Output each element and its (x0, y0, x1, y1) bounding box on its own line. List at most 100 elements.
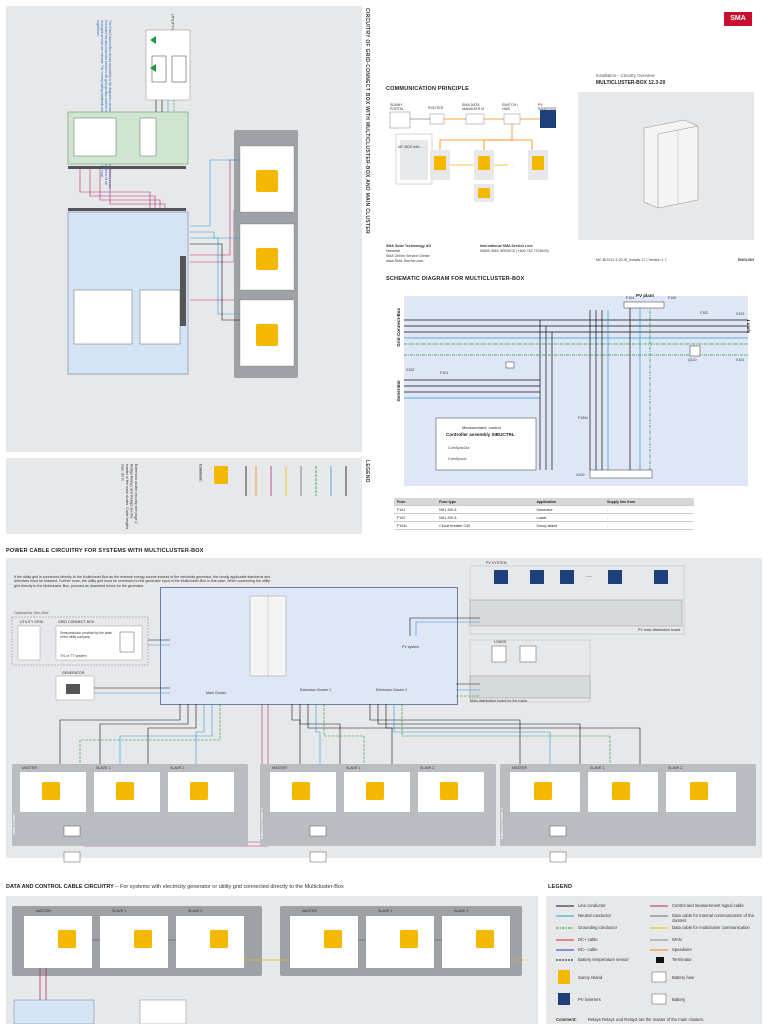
legend-data-internal: Data cable for internal communication of… (672, 913, 754, 923)
label-f104x: F104x (578, 416, 588, 420)
fuse-cell: Loads (533, 513, 605, 522)
fuse-col-fuse: Fuse (394, 498, 437, 506)
ext-cluster-2-power: Extension Cluster 2 (376, 688, 408, 692)
box-slave2-3: SLAVE 2 (668, 766, 683, 770)
fuse-col-supply: Supply line from (604, 498, 694, 506)
legend-data-multicluster: Data cable for multicluster communicatio… (672, 925, 750, 930)
legend-comment: Relays Relay1 and Relay2 are the master … (588, 1017, 705, 1022)
comm-cluster-label: MC BOX with ... (398, 145, 424, 149)
pv-plant-label: PV plant (636, 293, 655, 298)
grid-connect-box-label: GRID CONNECT BOX (58, 620, 95, 624)
label-comsyncout: ComSyncOut (448, 446, 470, 450)
schematic-heading: SCHEMATIC DIAGRAM FOR MULTICLUSTER-BOX (386, 276, 525, 282)
doc-id: MC-BOX12.3-20-IS_Installv-17 | Version 1… (596, 258, 667, 262)
legend-heading: LEGEND (548, 884, 573, 890)
legend-comment-title: Comment: (556, 1017, 577, 1022)
small-legend-comment-title: Comment: (198, 464, 203, 482)
legend-control-cable: Control and measurement signal cable (672, 903, 744, 908)
box-master-1: MASTER (22, 766, 37, 770)
dc-slave1-1: SLAVE 1 (112, 909, 127, 913)
fuse-cell: F101 (394, 505, 437, 514)
main-cluster-power: Main Cluster (206, 691, 227, 695)
data-control-subheading: – For systems with electricity generator… (113, 884, 344, 890)
language-label: ENGLISH (738, 258, 754, 262)
label-f100: F100 (668, 296, 677, 300)
label-x100: X100 (576, 473, 585, 477)
fuse-table: Fuse Fuse type Application Supply line f… (394, 498, 694, 530)
pv-board-label: PV main distribution board (638, 628, 681, 632)
fuse-cell: - (604, 513, 694, 522)
company-address-0: Niestetal (386, 249, 400, 253)
legend-battery: Battery (672, 997, 686, 1002)
company-address-1: SMA Online Service Center: (386, 254, 431, 258)
loads-label: Loads (746, 320, 751, 334)
legend-terminator: Terminator (672, 957, 692, 962)
table-row: F104x Circuit breaker C40 Sunny Island - (394, 521, 694, 530)
small-legend-comment: Extension cluster circuitry see page 2. … (120, 464, 138, 530)
communication-heading: COMMUNICATION PRINCIPLE (386, 86, 470, 92)
tn-tt-label: TN or TT system (60, 654, 87, 658)
controller-title: Measurement, control (462, 425, 501, 430)
sma-logo: SMA (724, 12, 752, 26)
service-line-title: International SMA Service Line (480, 244, 533, 248)
loads-board-label: Main distribution board for the loads (470, 699, 528, 703)
comm-label-switch: SWITCH / HUB (502, 103, 519, 112)
legend-dc-plus: DC+ cable (578, 937, 598, 942)
intro-text-rotated: The Grid-Connect-Box shown separately in… (96, 20, 112, 190)
table-row: F102 NH1 200 A Loads - (394, 513, 694, 522)
dc-master-1: MASTER (36, 909, 51, 913)
pv-system-label: PV SYSTEM (486, 561, 507, 565)
box-master-3: MASTER (512, 766, 527, 770)
fuse-table-header: Fuse Fuse type Application Supply line f… (394, 498, 694, 506)
legend-battery-fuse: Battery fuse (672, 975, 695, 980)
fuse-cell: Sunny Island (533, 521, 605, 530)
label-x102: X102 (406, 368, 415, 372)
fuse-cell: Circuit breaker C40 (436, 521, 534, 530)
controller-label: Controller assembly SIBUCTRL (446, 432, 515, 437)
label-f104: F104 (626, 296, 635, 300)
pv-system-inbox: PV system (402, 645, 420, 649)
label-q110: Q110 (688, 358, 697, 362)
table-row: F101 NH1 200 A Generator - (394, 505, 694, 514)
comm-ellipsis: … (511, 164, 515, 168)
fuse-cell: NH1 200 A (436, 505, 534, 514)
dc-slave1-2: SLAVE 1 (378, 909, 393, 913)
legend-sunny-island: Sunny Island (578, 975, 603, 980)
box-slave2-2: SLAVE 2 (420, 766, 435, 770)
label-f102: F102 (700, 311, 709, 315)
ext-cluster-1-power: Extension Cluster 1 (300, 688, 332, 692)
multicluster-box (160, 587, 458, 705)
product-title: MULTICLUSTER-BOX 12.3-20 (596, 80, 666, 86)
data-control-heading-wrap: DATA AND CONTROL CABLE CIRCUITRY – For s… (6, 884, 344, 890)
fuse-cell: Generator (533, 505, 605, 514)
legend-wan: WAN (672, 937, 682, 942)
company-name: SMA Solar Technology AG (386, 244, 431, 248)
power-heading: POWER CABLE CIRCUITRY FOR SYSTEMS WITH M… (6, 548, 204, 554)
comm-label-router: ROUTER (428, 106, 444, 110)
box-slave1-1: SLAVE 1 (96, 766, 111, 770)
power-intro: If the utility grid is connected directl… (14, 575, 271, 588)
dc-slave2-1: SLAVE 2 (188, 909, 203, 913)
legend-neutral-conductor: Neutral conductor (578, 913, 612, 918)
optional-label: Optional for Gen-Grid (14, 611, 49, 615)
comm-label-pv: PV INVERTER (538, 103, 557, 112)
label-x103: X103 (736, 312, 745, 316)
dc-slave2-2: SLAVE 2 (454, 909, 469, 913)
vertical-title: CIRCUITRY OF GRID-CONNECT BOX WITH MULTI… (364, 8, 370, 234)
dc-master-2: MASTER (302, 909, 317, 913)
comm-label-portal: SUNNY PORTAL (390, 103, 405, 112)
comm-label-datamanager: SMA DATA MANAGER M (462, 103, 485, 112)
overview-label: Installation – Circuitry Overview (596, 73, 655, 78)
box-slave1-2: SLAVE 1 (346, 766, 361, 770)
fuse-cell: F102 (394, 513, 437, 522)
fuse-col-application: Application (533, 498, 605, 506)
label-f101: F101 (440, 371, 449, 375)
legend-grounding-conductor: Grounding conductor (578, 925, 618, 930)
legend-line-conductor: Line conductor (578, 903, 606, 908)
label-x101: X101 (736, 358, 745, 362)
